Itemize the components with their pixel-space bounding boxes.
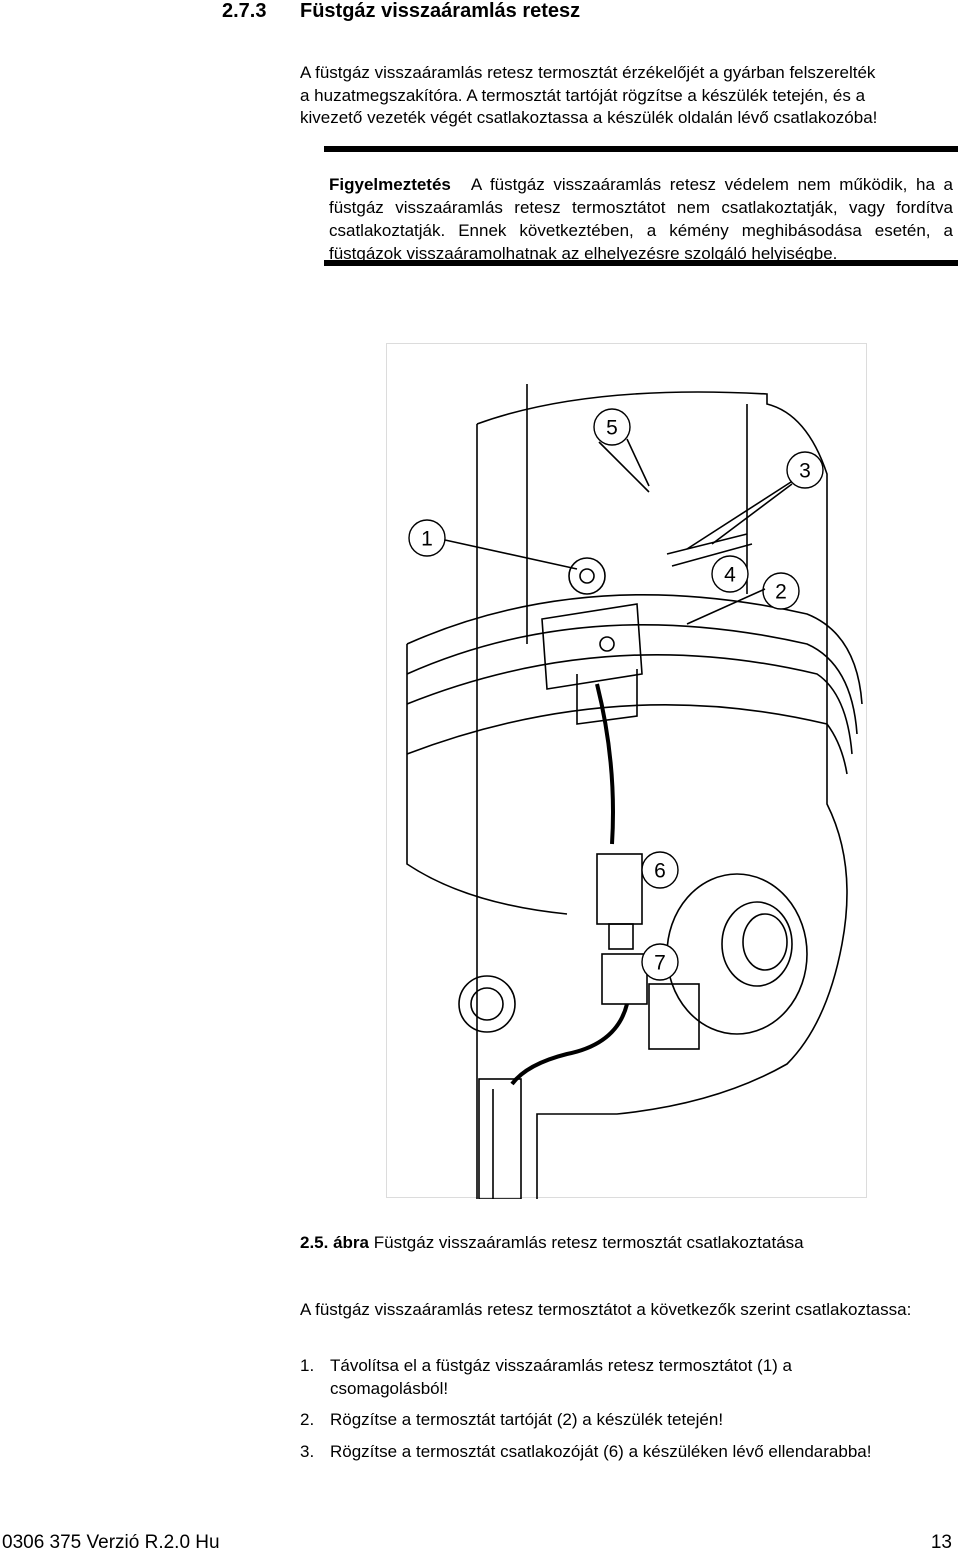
section-heading: 2.7.3 Füstgáz visszaáramlás retesz bbox=[222, 0, 580, 23]
thermostat-sensor bbox=[568, 557, 606, 595]
connector-6 bbox=[596, 853, 643, 925]
leader-2 bbox=[686, 588, 766, 625]
left-fitting-inner bbox=[470, 987, 504, 1021]
leader-5b bbox=[598, 441, 650, 493]
leader-3a bbox=[686, 481, 792, 550]
callout-6-label: 6 bbox=[654, 860, 666, 883]
warning-top-rule bbox=[324, 146, 958, 152]
left-fitting-outer bbox=[458, 975, 516, 1033]
callout-5-label: 5 bbox=[606, 417, 618, 440]
warning-bottom-rule bbox=[324, 260, 958, 266]
connector-cable bbox=[510, 1003, 629, 1086]
step-number: 3. bbox=[300, 1442, 315, 1461]
side-port-inner bbox=[721, 901, 793, 987]
connector-7 bbox=[601, 953, 648, 1005]
figure-caption: 2.5. ábra Füstgáz visszaáramlás retesz t… bbox=[300, 1233, 804, 1253]
caption-number: 2.5. ábra bbox=[300, 1233, 369, 1252]
callout-2-circle bbox=[762, 572, 800, 610]
callout-3-label: 3 bbox=[799, 460, 811, 483]
section-title: Füstgáz visszaáramlás retesz bbox=[300, 0, 581, 22]
dome-rim-1 bbox=[406, 593, 863, 705]
appliance-outline bbox=[476, 391, 848, 1199]
warning-label: Figyelmeztetés bbox=[329, 175, 451, 194]
callout-5-circle bbox=[593, 408, 631, 446]
section-number: 2.7.3 bbox=[222, 0, 267, 22]
footer-doc-id: 0306 375 Verzió R.2.0 Hu bbox=[2, 1532, 220, 1553]
leader-5a bbox=[626, 438, 650, 487]
callout-6-circle bbox=[641, 851, 679, 889]
thermostat-bracket bbox=[541, 603, 643, 690]
step-item: 1. Távolítsa el a füstgáz visszaáramlás … bbox=[300, 1354, 950, 1400]
step-item: 3. Rögzítse a termosztát csatlakozóját (… bbox=[300, 1440, 950, 1463]
intro-line: A füstgáz visszaáramlás retesz termosztá… bbox=[300, 63, 876, 82]
callout-4-label: 4 bbox=[724, 564, 736, 587]
callout-3-circle bbox=[786, 451, 824, 489]
intro-paragraph: A füstgáz visszaáramlás retesz termosztá… bbox=[300, 62, 952, 130]
thermostat-probe bbox=[666, 533, 753, 567]
callout-7-label: 7 bbox=[654, 952, 666, 975]
instructions-intro: A füstgáz visszaáramlás retesz termosztá… bbox=[300, 1300, 912, 1319]
callout-7-circle bbox=[641, 943, 679, 981]
intro-line: a huzatmegszakítóra. A termosztát tartój… bbox=[300, 85, 866, 105]
footer-page-number: 13 bbox=[930, 1532, 952, 1553]
side-port-core bbox=[742, 913, 788, 971]
callout-1-circle bbox=[408, 519, 446, 557]
technical-drawing: 5 3 1 4 2 6 7 bbox=[386, 343, 867, 1199]
intro-line: kivezető vezeték végét csatlakoztassa a … bbox=[300, 108, 878, 128]
step-text: Távolítsa el a füstgáz visszaáramlás ret… bbox=[330, 1356, 793, 1398]
technical-drawing-svg: 5 3 1 4 2 6 7 bbox=[406, 384, 863, 1199]
leader-3b bbox=[711, 483, 793, 545]
side-wall bbox=[406, 644, 568, 915]
warning-text: A füstgáz visszaáramlás retesz védelem n… bbox=[329, 175, 953, 263]
dome-rim-2 bbox=[406, 623, 858, 735]
callout-2-label: 2 bbox=[775, 581, 787, 604]
leader-1 bbox=[444, 539, 578, 570]
step-number: 2. bbox=[300, 1410, 315, 1429]
dome-rim-3 bbox=[406, 653, 853, 755]
dome-rim-4 bbox=[406, 703, 848, 775]
step-text: Rögzítse a termosztát tartóját (2) a kés… bbox=[330, 1410, 724, 1429]
cable-conduit bbox=[478, 1078, 522, 1199]
sensor-cable bbox=[595, 683, 615, 845]
caption-text: Füstgáz visszaáramlás retesz termosztát … bbox=[373, 1233, 804, 1252]
callout-4-circle bbox=[711, 555, 749, 593]
callout-1-label: 1 bbox=[421, 528, 433, 551]
side-port-outer bbox=[666, 873, 808, 1035]
step-text: Rögzítse a termosztát csatlakozóját (6) … bbox=[330, 1442, 872, 1461]
step-item: 2. Rögzítse a termosztát tartóját (2) a … bbox=[300, 1408, 950, 1431]
step-number: 1. bbox=[300, 1356, 315, 1375]
